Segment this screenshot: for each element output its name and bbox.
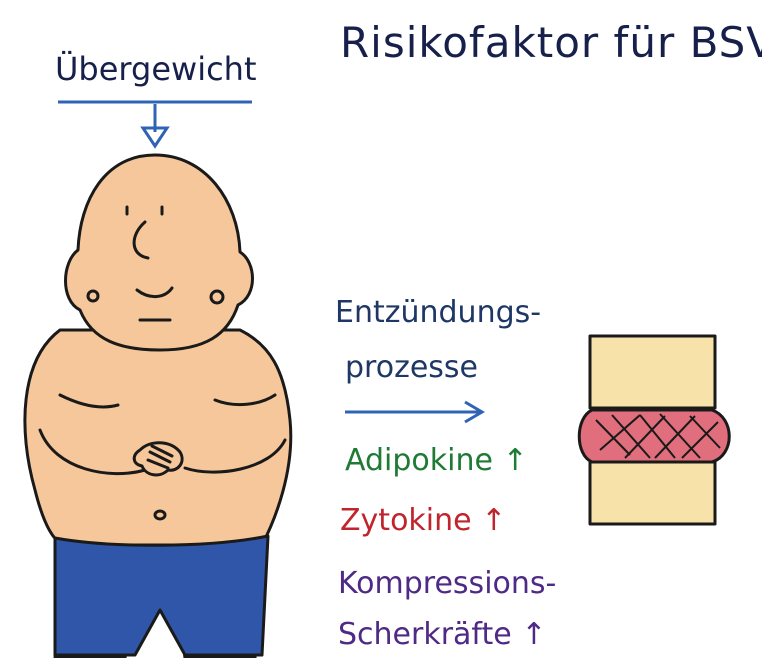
spinal-segment [579,336,729,524]
shorts [55,536,268,655]
lower-vertebra [590,462,715,524]
herniated-disc [579,410,729,462]
upper-vertebra [590,336,715,408]
down-arrow-icon [143,104,167,146]
obese-person-figure [25,155,291,658]
right-arrow-icon [345,402,482,422]
